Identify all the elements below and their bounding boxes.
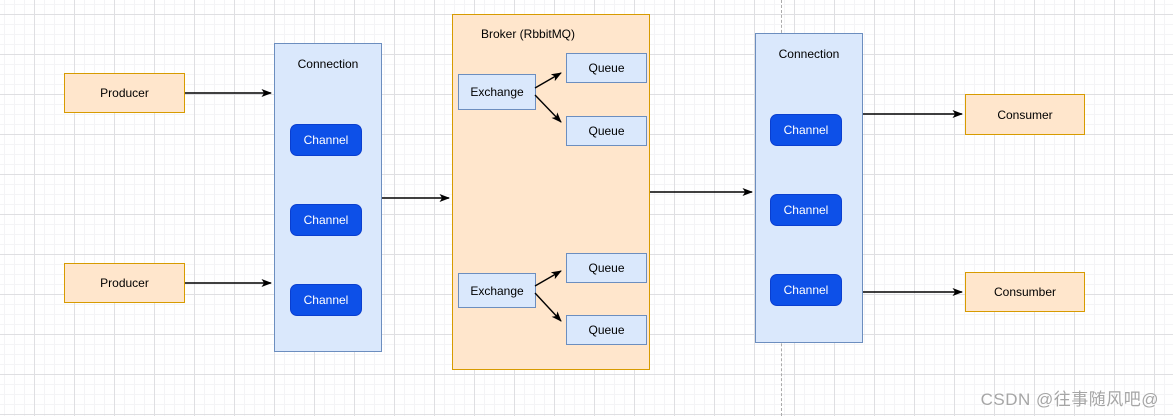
broker-container: Broker (RbbitMQ) Exchange Queue Queue Ex… (452, 14, 650, 370)
channel-label: Channel (303, 133, 349, 147)
consumer-top-node: Consumer (965, 94, 1085, 135)
exchange-top-node: Exchange (458, 74, 536, 110)
channel-label: Channel (303, 293, 349, 307)
channel-node: Channel (290, 204, 362, 236)
channel-label: Channel (783, 203, 829, 217)
exchange-bottom-node: Exchange (458, 273, 536, 308)
consumer-bottom-node: Consumber (965, 272, 1085, 312)
channel-label: Channel (783, 283, 829, 297)
producer-bottom-node: Producer (64, 263, 185, 303)
queue-node: Queue (566, 116, 647, 146)
queue-node: Queue (566, 315, 647, 345)
channel-node: Channel (290, 284, 362, 316)
queue-label: Queue (588, 61, 625, 75)
connection-left-title: Connection (297, 57, 359, 71)
exchange-label: Exchange (470, 283, 524, 298)
channel-node: Channel (770, 114, 842, 146)
consumer-top-label: Consumer (997, 107, 1053, 122)
queue-node: Queue (566, 53, 647, 83)
exchange-label: Exchange (470, 85, 524, 99)
channel-label: Channel (303, 213, 349, 227)
channel-node: Channel (290, 124, 362, 156)
queue-label: Queue (588, 323, 625, 337)
connection-left-container: Connection Channel Channel Channel (274, 43, 382, 352)
connection-right-title: Connection (778, 47, 840, 61)
channel-label: Channel (783, 123, 829, 137)
csdn-watermark: CSDN @往事随风吧@ (980, 390, 1159, 409)
consumer-bottom-label: Consumber (993, 285, 1057, 299)
producer-top-label: Producer (100, 86, 149, 100)
broker-title: Broker (RbbitMQ) (481, 27, 576, 41)
connection-right-container: Connection Channel Channel Channel (755, 33, 863, 343)
queue-label: Queue (588, 124, 625, 138)
channel-node: Channel (770, 274, 842, 306)
queue-node: Queue (566, 253, 647, 283)
producer-bottom-label: Producer (100, 276, 149, 290)
channel-node: Channel (770, 194, 842, 226)
queue-label: Queue (588, 261, 625, 275)
producer-top-node: Producer (64, 73, 185, 113)
